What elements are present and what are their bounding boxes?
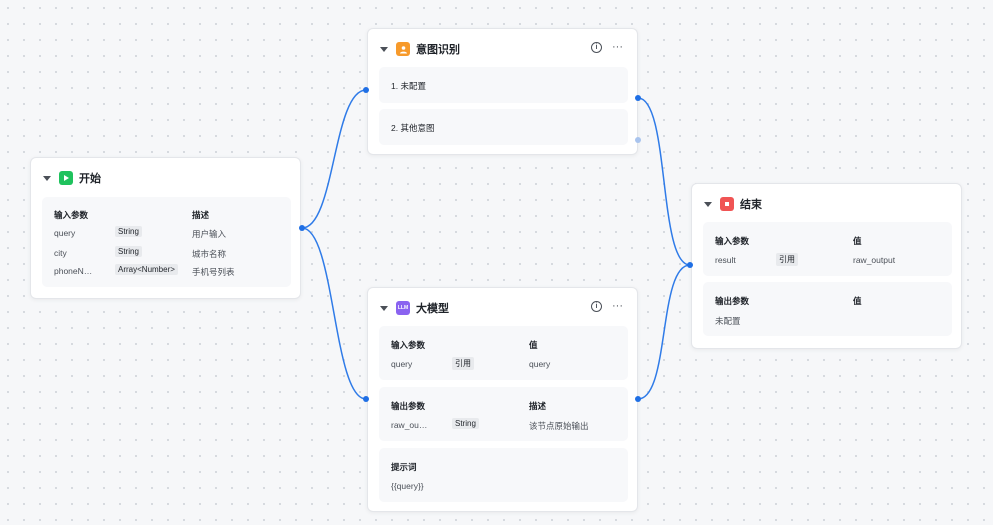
param-desc: 城市名称	[192, 249, 227, 259]
param-value: query	[529, 359, 551, 369]
param-name: raw_ou…	[391, 420, 428, 430]
llm-prompt-section[interactable]: 提示词 {{query}}	[379, 448, 628, 502]
param-type-tag: String	[115, 246, 142, 257]
param-desc: 手机号列表	[192, 267, 235, 277]
col-header-value: 值	[529, 340, 538, 350]
end-node-title: 结束	[740, 199, 762, 211]
llm-input-section: 输入参数 值 query 引用 query	[379, 326, 628, 380]
intent-branch-2[interactable]: 2. 其他意图	[379, 109, 628, 145]
col-header-value: 值	[853, 296, 862, 306]
collapse-caret-icon[interactable]	[380, 46, 388, 52]
end-output-section: 输出参数 值 未配置	[703, 282, 952, 336]
intent-icon	[396, 42, 410, 56]
output-empty-text: 未配置	[715, 316, 741, 326]
param-type-tag: 引用	[452, 357, 474, 370]
param-name: city	[54, 248, 67, 258]
intent-node-actions: i ···	[591, 42, 623, 53]
llm-icon-text: LLM	[397, 305, 409, 311]
param-desc: 该节点原始输出	[529, 421, 589, 431]
intent-branch-1[interactable]: 1. 未配置	[379, 67, 628, 103]
intent-branch-1-port[interactable]	[635, 95, 641, 101]
llm-node-header[interactable]: LLM 大模型 i ···	[368, 288, 637, 328]
branch-label: 1. 未配置	[391, 81, 426, 91]
start-node-title: 开始	[79, 173, 101, 185]
col-header-param: 输入参数	[391, 340, 426, 350]
col-header-param: 输入参数	[54, 210, 89, 220]
param-type-tag: 引用	[776, 253, 798, 266]
end-input-port[interactable]	[687, 262, 693, 268]
intent-node[interactable]: 意图识别 i ··· 1. 未配置 2. 其他意图	[367, 28, 638, 155]
prompt-value: {{query}}	[391, 481, 424, 491]
col-header-desc: 描述	[529, 401, 547, 411]
param-name: phoneN…	[54, 266, 93, 276]
col-header-param: 输入参数	[715, 236, 750, 246]
prompt-label: 提示词	[391, 462, 417, 472]
end-input-section: 输入参数 值 result 引用 raw_output	[703, 222, 952, 276]
param-name: query	[54, 228, 76, 238]
param-name: query	[391, 359, 413, 369]
branch-label: 2. 其他意图	[391, 123, 435, 133]
llm-node[interactable]: LLM 大模型 i ··· 输入参数 值 query 引用 query 输出参数…	[367, 287, 638, 512]
edge-llm-to-end[interactable]	[637, 264, 691, 400]
param-type-tag: String	[452, 418, 479, 429]
intent-node-title: 意图识别	[416, 44, 460, 56]
col-header-desc: 描述	[192, 210, 210, 220]
col-header-value: 值	[853, 236, 862, 246]
start-input-section: 输入参数 描述 query String 用户输入 city String 城市…	[42, 197, 291, 287]
intent-input-port[interactable]	[363, 87, 369, 93]
param-type-tag: Array<Number>	[115, 264, 178, 275]
param-desc: 用户输入	[192, 229, 227, 239]
llm-node-actions: i ···	[591, 301, 623, 312]
end-node[interactable]: 结束 输入参数 值 result 引用 raw_output 输出参数 值 未配…	[691, 183, 962, 349]
more-options-icon[interactable]: ···	[612, 41, 623, 53]
start-node-header[interactable]: 开始	[31, 158, 300, 198]
edge-start-to-llm[interactable]	[301, 227, 367, 400]
llm-output-section: 输出参数 描述 raw_ou… String 该节点原始输出	[379, 387, 628, 441]
collapse-caret-icon[interactable]	[380, 305, 388, 311]
collapse-caret-icon[interactable]	[43, 175, 51, 181]
info-icon[interactable]: i	[591, 301, 602, 312]
param-name: result	[715, 255, 736, 265]
llm-output-port[interactable]	[635, 396, 641, 402]
llm-node-title: 大模型	[416, 303, 449, 315]
collapse-caret-icon[interactable]	[704, 201, 712, 207]
start-output-port[interactable]	[299, 225, 305, 231]
llm-input-port[interactable]	[363, 396, 369, 402]
llm-icon: LLM	[396, 301, 410, 315]
more-options-icon[interactable]: ···	[612, 300, 623, 312]
param-value: raw_output	[853, 255, 896, 265]
info-icon[interactable]: i	[591, 42, 602, 53]
stop-icon	[720, 197, 734, 211]
play-icon	[59, 171, 73, 185]
end-node-header[interactable]: 结束	[692, 184, 961, 224]
col-header-param: 输出参数	[715, 296, 750, 306]
param-type-tag: String	[115, 226, 142, 237]
edge-intent-to-end[interactable]	[637, 97, 691, 266]
intent-branch-2-port[interactable]	[635, 137, 641, 143]
intent-node-header[interactable]: 意图识别 i ···	[368, 29, 637, 69]
col-header-param: 输出参数	[391, 401, 426, 411]
start-node[interactable]: 开始 输入参数 描述 query String 用户输入 city String…	[30, 157, 301, 299]
edge-start-to-intent[interactable]	[301, 89, 367, 229]
